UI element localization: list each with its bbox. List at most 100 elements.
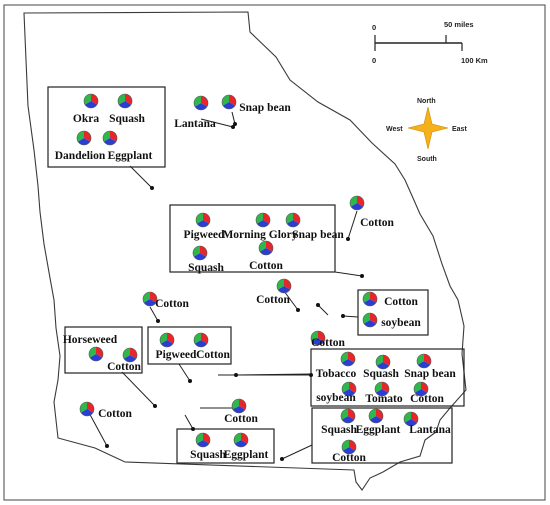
nw-box-site-dot (150, 186, 154, 190)
pie-slice (194, 340, 208, 347)
nw-box-pie-1 (117, 93, 133, 109)
ne-cotton-leader-line (347, 210, 358, 240)
e-box-leader-line (317, 304, 329, 316)
se-box-pie-0 (340, 351, 356, 367)
se-box-pie-1 (375, 354, 391, 370)
pie-slice (194, 103, 208, 111)
s-box-pie-1 (233, 432, 249, 448)
c2-cotton-crop-label: Cotton (311, 337, 345, 349)
pie-slice (363, 299, 377, 306)
pie-slice (222, 102, 236, 110)
pigweed-box-box (147, 326, 232, 365)
center-box-box (169, 204, 336, 273)
pigweed-box-leader-line (178, 363, 191, 382)
pie-slice (341, 359, 355, 366)
s-box-site-dot (191, 427, 195, 431)
map-frame (3, 4, 546, 501)
pie-slice (193, 253, 207, 261)
c-cotton-crop-label: Cotton (256, 294, 290, 306)
nw-box-box (47, 86, 166, 168)
se-box-crop-label: Tomato (365, 393, 403, 405)
pie-slice (369, 416, 383, 423)
pie-slice (376, 362, 390, 369)
c-cotton-pie-0 (276, 278, 292, 294)
w-cotton-leader-line (149, 306, 159, 322)
scale-km-label: 100 Km (461, 56, 488, 65)
ne-cotton-pie-0 (349, 195, 365, 211)
horseweed-box-leader-line (121, 371, 156, 407)
center-box-pie-4 (258, 240, 274, 256)
s-cotton-crop-label: Cotton (224, 413, 258, 425)
s-box-pie-0 (195, 432, 211, 448)
compass-north: North (417, 98, 436, 105)
sse-box-pie-1 (368, 408, 384, 424)
pie-slice (277, 286, 291, 293)
pie-slice (196, 220, 210, 228)
sse-box-crop-label: Lantana (409, 424, 451, 436)
se-box-pie-4 (374, 381, 390, 397)
e-box-pie-0 (362, 291, 378, 307)
pigweed-box-site-dot (188, 379, 192, 383)
sw-cotton-site-dot (105, 444, 109, 448)
pie-slice (160, 340, 174, 347)
s-box-crop-label: Eggplant (224, 449, 269, 461)
se-box-crop-label: Snap bean (404, 368, 456, 380)
center-box-crop-label: Pigweed (184, 229, 225, 241)
compass-south: South (417, 156, 437, 163)
center-box-pie-2 (285, 212, 301, 228)
lantana-snapbean-site-dot (231, 125, 235, 129)
pie-slice (232, 406, 246, 414)
se-box-crop-label: Squash (363, 368, 399, 380)
center-box-pie-0 (195, 212, 211, 228)
se-box-site-dot (234, 373, 238, 377)
sse-box-leader-line (281, 444, 313, 460)
compass-east: East (452, 126, 467, 133)
pie-slice (342, 389, 356, 396)
pie-slice (143, 299, 157, 306)
ne-cotton-crop-label: Cotton (360, 217, 394, 229)
s-box-leader-line (184, 414, 194, 430)
pie-slice (196, 440, 210, 448)
pie-slice (417, 361, 431, 368)
w-cotton-pie-0 (142, 291, 158, 307)
scale-miles-label: 50 miles (444, 20, 474, 29)
pie-slice (234, 440, 248, 448)
se-box-pie-5 (413, 381, 429, 397)
nw-box-crop-label: Squash (109, 113, 145, 125)
e-box-site-dot (316, 303, 320, 307)
pie-slice (342, 447, 356, 454)
lantana-snapbean-crop-label: Snap bean (239, 102, 291, 114)
sse-box-site-dot (280, 457, 284, 461)
se-box-crop-label: Cotton (410, 393, 444, 405)
lantana-snapbean-leader-line (200, 118, 234, 128)
horseweed-box-site-dot (153, 404, 157, 408)
e-box-box (357, 289, 429, 336)
sse-box-pie-2 (403, 411, 419, 427)
center-box-crop-label: Morning Glory (222, 229, 297, 241)
se-box-crop-label: soybean (316, 392, 356, 404)
lantana-snapbean-crop-label: Lantana (174, 118, 216, 130)
pie-slice (259, 248, 273, 255)
scale-bar: 0 50 miles 0 100 Km (372, 20, 488, 65)
e-box-leader-line (342, 315, 359, 318)
pie-slice (363, 320, 377, 327)
center-box-crop-label: Cotton (249, 260, 283, 272)
lantana-snapbean-leader-line (231, 111, 236, 125)
horseweed-box-crop-label: Cotton (107, 361, 141, 373)
compass-star-icon (407, 106, 449, 150)
horseweed-box-pie-0 (88, 346, 104, 362)
nw-box-pie-0 (83, 93, 99, 109)
pie-slice (350, 203, 364, 210)
nw-box-pie-2 (76, 130, 92, 146)
sse-box-crop-label: Squash (321, 424, 357, 436)
pigweed-box-pie-1 (193, 332, 209, 348)
sw-cotton-pie-0 (79, 401, 95, 417)
center-box-crop-label: Squash (188, 262, 224, 274)
sw-cotton-crop-label: Cotton (98, 408, 132, 420)
se-box-box (310, 348, 465, 407)
sse-box-crop-label: Eggplant (356, 424, 401, 436)
nw-box-crop-label: Eggplant (108, 150, 153, 162)
c2-cotton-pie-0 (310, 330, 326, 346)
nw-box-leader-line (129, 165, 153, 189)
